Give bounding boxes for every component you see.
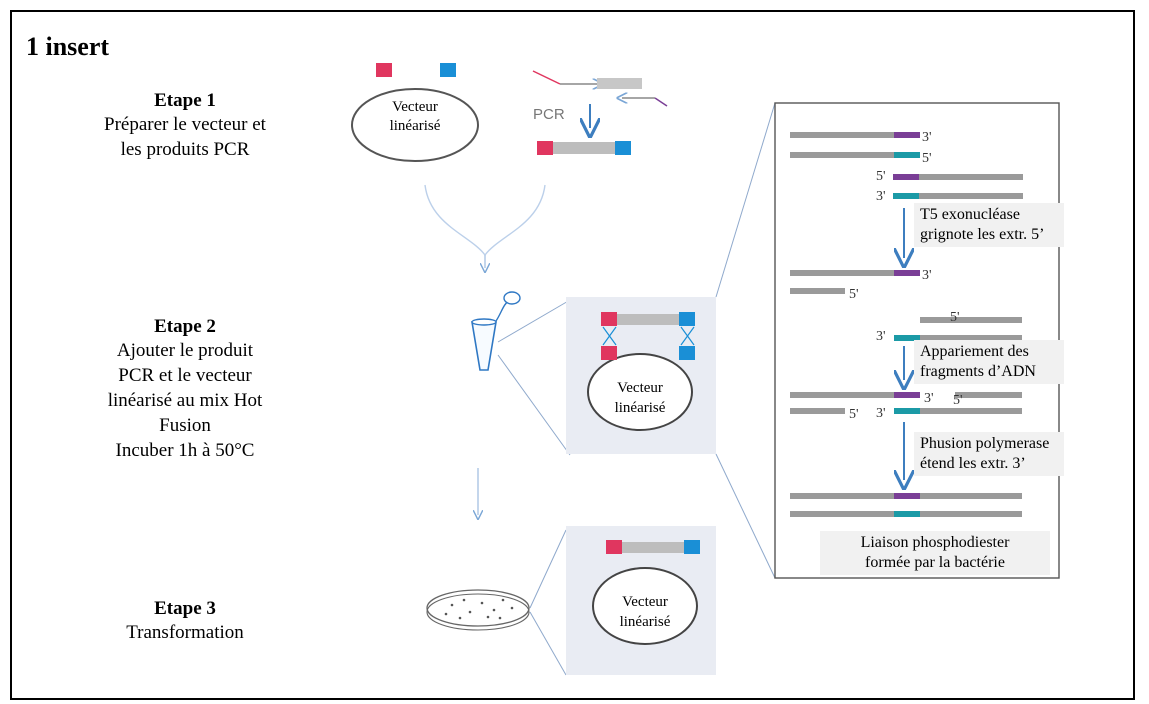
petri-dish-icon (426, 589, 530, 631)
zoom-line (497, 354, 571, 456)
mechanism-state-1 (790, 132, 1023, 199)
vector-circle-step1 (351, 63, 479, 162)
pcr-template (597, 78, 642, 89)
mechanism-note-4: Liaison phosphodiester formée par la bac… (820, 531, 1050, 575)
end-label-5prime: 5' (849, 287, 859, 302)
vector-label-step2: Vecteur linéarisé (595, 378, 685, 418)
step-3-name: Etape 3 (154, 598, 216, 619)
mechanism-state-3 (790, 392, 1022, 414)
note-line: T5 exonucléase (920, 206, 1020, 223)
step-1-desc-line: Préparer le vecteur et (104, 114, 266, 135)
vector-end-red (376, 63, 392, 77)
step-1-desc-line: les produits PCR (120, 139, 250, 160)
step3-vector-panel (566, 526, 716, 675)
end-label-5prime: 5' (849, 407, 859, 422)
vector-label-line: linéarisé (389, 118, 441, 134)
step-2-desc-line: Fusion (159, 415, 211, 436)
zoom-line (497, 299, 571, 343)
step-1-text: Etape 1 Préparer le vecteur et les produ… (60, 90, 310, 162)
end-label-5prime: 5' (876, 169, 886, 184)
pcr-end-blue (615, 141, 631, 155)
vector-label-step3: Vecteur linéarisé (600, 592, 690, 632)
step-2-name: Etape 2 (154, 316, 216, 337)
pcr-insert (553, 142, 615, 154)
step-3-desc-line: Transformation (126, 622, 244, 643)
vector-label-line: linéarisé (619, 614, 671, 630)
step-2-desc-line: linéarisé au mix Hot (107, 390, 263, 411)
tube-icon (471, 291, 521, 371)
figure-frame (10, 10, 1135, 700)
vector-end-blue (440, 63, 456, 77)
end-label-3prime: 3' (922, 130, 932, 145)
merge-curve-right (484, 184, 546, 256)
end-label-5prime: 5' (953, 393, 963, 408)
mechanism-note-1: T5 exonucléase grignote les extr. 5’ (914, 203, 1064, 247)
step-2-desc-line: Ajouter le produit (116, 340, 254, 361)
step2-vector-panel (566, 297, 716, 454)
note-line: étend les extr. 3’ (920, 455, 1026, 472)
end-label-3prime: 3' (876, 406, 886, 421)
step-2-desc-line: Incuber 1h à 50°C (115, 440, 255, 461)
mechanism-note-3: Phusion polymerase étend les extr. 3’ (914, 432, 1064, 476)
step-2-desc-line: PCR et le vecteur (118, 365, 252, 386)
step-2-text: Etape 2 Ajouter le produit PCR et le vec… (60, 316, 310, 463)
vector-label-step1: Vecteur linéarisé (370, 98, 460, 136)
zoom-line (715, 453, 776, 579)
zoom-line (529, 529, 567, 609)
mechanism-state-4 (790, 493, 1022, 517)
end-label-3prime: 3' (876, 329, 886, 344)
note-line: Phusion polymerase (920, 435, 1050, 452)
vector-label-line: linéarisé (614, 400, 666, 416)
vector-label-line: Vecteur (617, 380, 663, 396)
end-label-5prime: 5' (950, 310, 960, 325)
note-line: formée par la bactérie (865, 554, 1005, 571)
end-label-3prime: 3' (924, 391, 934, 406)
zoom-line (529, 611, 567, 676)
mechanism-state-2 (790, 270, 1022, 341)
pcr-illustration (532, 70, 668, 155)
vector-label-line: Vecteur (622, 594, 668, 610)
step-1-name: Etape 1 (154, 90, 216, 111)
end-label-3prime: 3' (922, 268, 932, 283)
note-line: Appariement des (920, 343, 1029, 360)
vector-label-line: Vecteur (392, 99, 438, 115)
step-3-text: Etape 3 Transformation (60, 598, 310, 645)
note-line: grignote les extr. 5’ (920, 226, 1045, 243)
end-label-5prime: 5' (922, 151, 932, 166)
zoom-line (715, 102, 776, 298)
note-line: fragments d’ADN (920, 363, 1036, 380)
merge-curve-left (424, 184, 486, 256)
note-line: Liaison phosphodiester (860, 534, 1010, 551)
figure-title: 1 insert (26, 32, 110, 61)
pcr-end-red (537, 141, 553, 155)
end-label-3prime: 3' (876, 189, 886, 204)
pcr-label: PCR (533, 106, 565, 123)
mechanism-note-2: Appariement des fragments d’ADN (914, 340, 1064, 384)
